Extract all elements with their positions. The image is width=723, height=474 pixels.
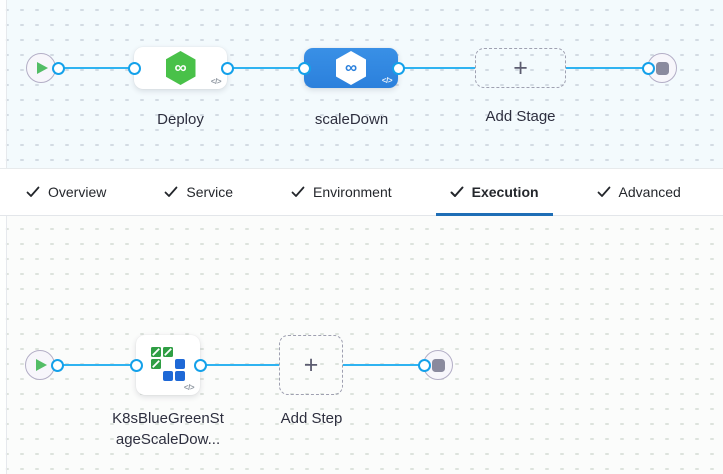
tab-label: Advanced: [618, 184, 681, 200]
execution-step-canvas[interactable]: </> K8sBlueGreenSt ageScaleDow... + Add …: [0, 216, 723, 474]
connector-line: [566, 67, 648, 69]
k8s-scale-down-icon: [151, 346, 185, 381]
stop-icon: [431, 358, 445, 372]
harness-cd-icon: ∞: [165, 51, 196, 85]
add-step-button[interactable]: +: [279, 335, 343, 395]
tab-service[interactable]: Service: [150, 169, 247, 215]
play-icon: [36, 359, 47, 371]
connector-port[interactable]: [127, 61, 141, 75]
code-icon[interactable]: </>: [183, 383, 195, 392]
step-label: K8sBlueGreenSt ageScaleDow...: [103, 408, 233, 450]
connector-port[interactable]: [220, 61, 234, 75]
connector-port[interactable]: [193, 358, 207, 372]
code-icon[interactable]: </>: [210, 77, 222, 86]
connector-line: [200, 364, 279, 366]
step-card-k8s-scaledown[interactable]: </>: [136, 335, 200, 395]
pipeline-start-node[interactable]: [26, 53, 56, 83]
tab-label: Environment: [313, 184, 392, 200]
canvas-left-gutter: [0, 0, 7, 168]
add-stage-label: Add Stage: [485, 108, 556, 125]
stage-label-deploy: Deploy: [157, 111, 204, 128]
tab-execution[interactable]: Execution: [435, 169, 553, 216]
connector-line: [343, 364, 424, 366]
stop-icon: [655, 61, 669, 75]
tab-environment[interactable]: Environment: [277, 169, 406, 215]
tab-label: Execution: [471, 184, 539, 200]
connector-port[interactable]: [417, 358, 431, 372]
connector-line: [227, 67, 305, 69]
plus-icon: +: [513, 53, 528, 82]
stage-label-scaledown: scaleDown: [314, 111, 389, 128]
check-icon: [597, 186, 611, 198]
check-icon: [164, 186, 178, 198]
infinity-glyph: ∞: [344, 57, 358, 77]
stage-config-tabs: Overview Service Environment Execution A…: [0, 168, 723, 216]
canvas-left-gutter: [0, 216, 7, 474]
tab-overview[interactable]: Overview: [12, 169, 120, 215]
tab-advanced[interactable]: Advanced: [583, 169, 695, 215]
connector-line: [58, 67, 134, 69]
tab-label: Service: [186, 184, 234, 200]
check-icon: [291, 186, 305, 198]
steps-start-node[interactable]: [25, 350, 55, 380]
connector-port[interactable]: [391, 61, 405, 75]
connector-line: [398, 67, 475, 69]
play-icon: [37, 62, 48, 74]
add-step-label: Add Step: [280, 410, 343, 427]
plus-icon: +: [303, 350, 319, 379]
connector-port[interactable]: [297, 61, 311, 75]
check-icon: [26, 186, 40, 198]
step-label-line1: K8sBlueGreenSt: [112, 410, 224, 427]
connector-line: [57, 364, 136, 366]
stage-card-scaledown[interactable]: ∞ </>: [304, 48, 398, 88]
check-icon: [450, 186, 464, 198]
connector-port[interactable]: [51, 61, 65, 75]
connector-port[interactable]: [50, 358, 64, 372]
step-label-line2: ageScaleDow...: [115, 431, 221, 448]
tab-label: Overview: [48, 184, 107, 200]
harness-cd-icon: ∞: [336, 51, 366, 85]
code-icon[interactable]: </>: [381, 76, 393, 85]
infinity-glyph: ∞: [174, 57, 187, 77]
connector-port[interactable]: [641, 61, 655, 75]
add-stage-button[interactable]: +: [475, 48, 566, 88]
connector-port[interactable]: [129, 358, 143, 372]
stage-canvas[interactable]: ∞ </> Deploy ∞ </> scaleDown + Add Stage: [0, 0, 723, 168]
stage-card-deploy[interactable]: ∞ </>: [134, 47, 227, 89]
